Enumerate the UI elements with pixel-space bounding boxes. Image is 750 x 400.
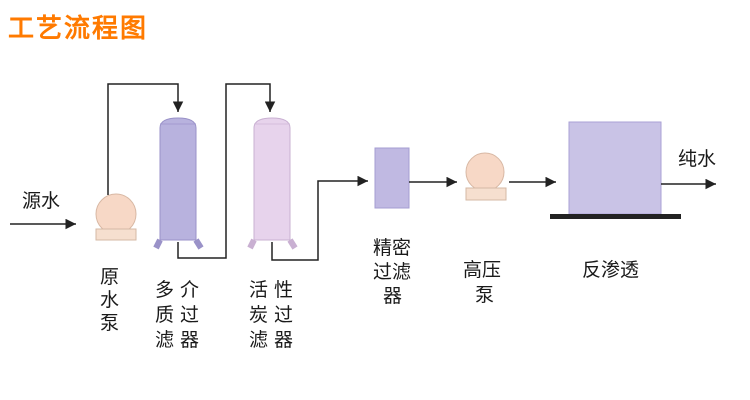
- label-mmf-1: 多: [155, 279, 174, 301]
- label-precision-3: 器: [383, 285, 402, 307]
- label-multimedia-filter: 多 介 质 过 滤 器: [155, 279, 199, 351]
- high-pressure-pump: [465, 152, 507, 201]
- output-label: 纯水: [678, 148, 716, 170]
- raw-water-pump: [95, 193, 137, 241]
- precision-filter: [374, 147, 410, 209]
- label-carbon-4: 过: [274, 304, 293, 326]
- label-carbon-5: 滤: [249, 329, 268, 351]
- label-precision-filter: 精密 过滤 器: [373, 237, 411, 307]
- mmf-legs: [153, 238, 204, 250]
- label-raw-pump-2: 水: [100, 289, 119, 311]
- label-carbon-filter: 活 性 炭 过 滤 器: [249, 279, 293, 351]
- label-mmf-6: 器: [180, 329, 199, 351]
- hp-pump-body: [465, 152, 505, 192]
- label-raw-pump-1: 原: [100, 266, 119, 288]
- label-mmf-5: 滤: [155, 329, 174, 351]
- label-hp-pump-2: 泵: [475, 284, 494, 306]
- label-carbon-6: 器: [274, 329, 293, 351]
- label-raw-pump-3: 泵: [100, 312, 119, 334]
- label-raw-pump: 原 水 泵: [100, 266, 119, 334]
- label-carbon-1: 活: [249, 279, 268, 301]
- ro-box: [568, 121, 662, 215]
- raw-pump-body: [95, 193, 137, 235]
- pipe-mmf-to-carbon: [177, 83, 276, 259]
- label-mmf-3: 质: [155, 304, 174, 326]
- diagram-title: 工艺流程图: [8, 14, 149, 44]
- label-precision-2: 过滤: [373, 261, 411, 283]
- label-carbon-2: 性: [274, 279, 293, 301]
- label-hp-pump: 高压 泵: [463, 259, 501, 306]
- carbon-legs: [247, 238, 298, 250]
- label-ro: 反渗透: [582, 259, 639, 281]
- pipe-pump-to-mmf: [107, 83, 184, 195]
- label-hp-pump-1: 高压: [463, 259, 501, 281]
- label-carbon-3: 炭: [249, 304, 268, 326]
- multimedia-filter: [153, 117, 204, 250]
- carbon-filter: [247, 117, 298, 250]
- mmf-vessel: [159, 117, 197, 241]
- label-mmf-2: 介: [180, 279, 199, 301]
- pipe-carbon-to-precision: [271, 175, 368, 261]
- reverse-osmosis-unit: [550, 121, 681, 219]
- raw-pump-base: [95, 228, 137, 241]
- input-label: 源水: [22, 190, 60, 212]
- label-mmf-4: 过: [180, 304, 199, 326]
- ro-platform: [550, 214, 681, 219]
- carbon-vessel: [253, 117, 291, 241]
- label-precision-1: 精密: [373, 237, 411, 259]
- hp-pump-base: [465, 187, 507, 201]
